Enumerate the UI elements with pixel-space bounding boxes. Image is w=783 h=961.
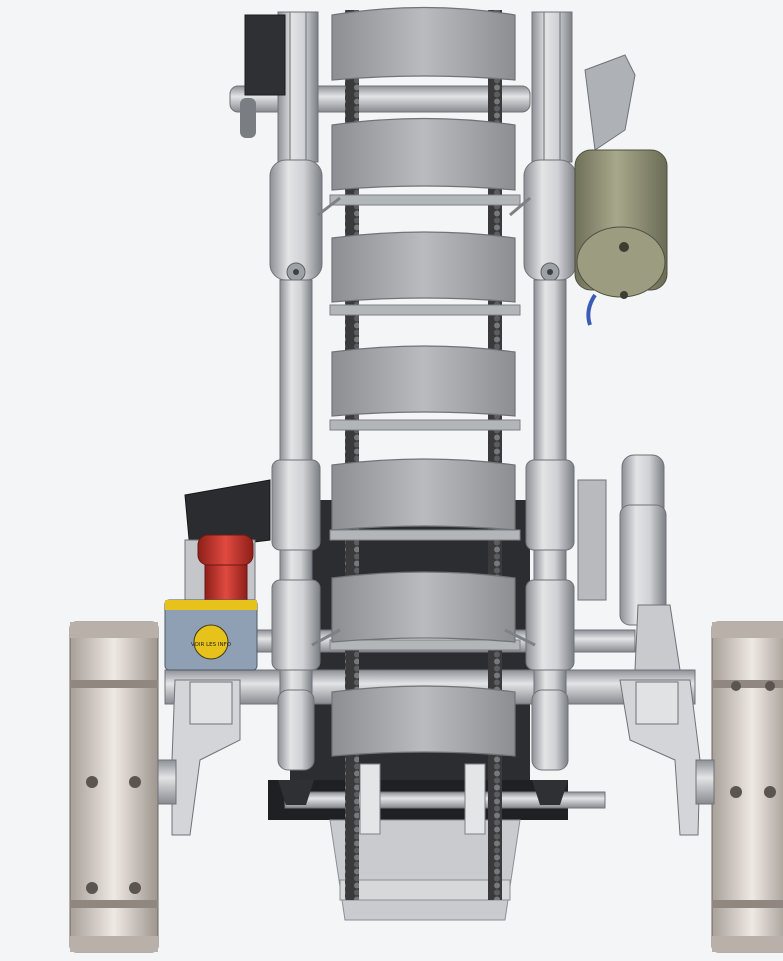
paddle-1	[331, 6, 516, 81]
diagonal-braces	[311, 196, 536, 647]
paddle-5	[331, 458, 516, 531]
right-chain	[488, 10, 502, 900]
left-wheel	[69, 621, 159, 953]
right-wheel	[711, 621, 783, 953]
estop-button	[197, 534, 254, 566]
paddle-conveyor	[329, 6, 521, 900]
estop-label: VOIR LES INFO	[191, 642, 232, 648]
paddle-6	[331, 571, 516, 643]
linear-actuator	[577, 454, 681, 671]
paddle-4	[331, 345, 516, 417]
paddle-3	[331, 231, 516, 303]
motor-cable	[586, 293, 597, 326]
left-frame	[269, 11, 323, 805]
paddle-2	[331, 117, 516, 191]
drive-motor	[574, 54, 668, 326]
paddle-7	[331, 685, 516, 757]
left-chain	[345, 10, 359, 900]
top-left-bracket	[240, 14, 286, 138]
right-frame	[523, 11, 577, 805]
emergency-stop: VOIR LES INFO	[164, 479, 271, 671]
